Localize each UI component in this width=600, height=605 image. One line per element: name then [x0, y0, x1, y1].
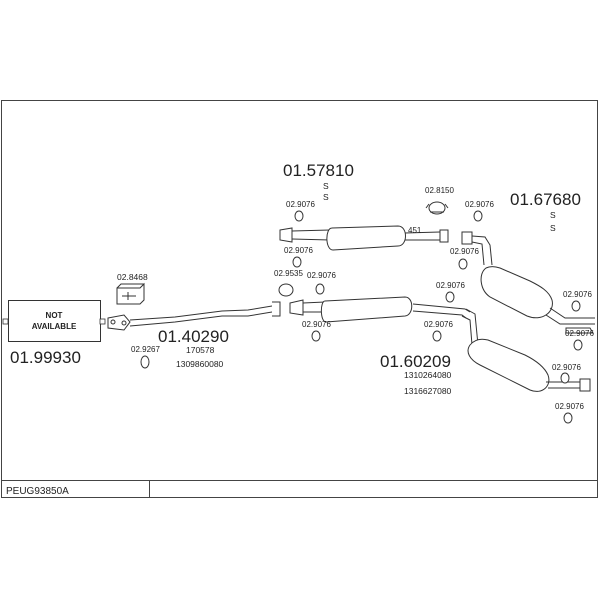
accessory-ring-label: 02.9535 [274, 269, 303, 278]
reference-code: PEUG93850A [6, 486, 69, 497]
mount-label-9: 02.9076 [563, 290, 592, 299]
reference-box [1, 480, 150, 498]
oe-number-mid-1: 1310264080 [404, 370, 452, 380]
center-pipe-upper-edge [129, 305, 276, 321]
mount-label-5: 02.9076 [465, 200, 494, 209]
mount-icon-9 [571, 300, 581, 312]
not-available-box [8, 300, 101, 342]
gasket-front-icon [140, 355, 150, 369]
mount-icon-8 [432, 330, 442, 342]
mount-icon-2 [292, 256, 302, 268]
mount-label-1: 02.9076 [286, 200, 315, 209]
not-available-block: NOT AVAILABLE [2, 300, 106, 342]
not-available-connector-right [99, 318, 106, 325]
mount-icon-3 [315, 283, 325, 295]
oe-number-center-1: 170578 [186, 345, 215, 355]
mount-icon-12 [563, 412, 573, 424]
oe-number-mid-2: 1316627080 [404, 386, 452, 396]
ring-icon [278, 283, 294, 297]
mount-label-12: 02.9076 [555, 402, 584, 411]
marker-s-rear-left-1: S [323, 181, 329, 191]
mount-icon-7 [445, 291, 455, 303]
mount-icon-6 [458, 258, 468, 270]
accessory-clamp-label: 02.8150 [425, 186, 454, 195]
center-pipe-flange [272, 301, 281, 317]
clamp-icon [425, 201, 449, 215]
front-flange-icon [107, 314, 131, 331]
mount-label-10: 02.9076 [565, 329, 594, 338]
marker-s-rear-right-1: S [550, 210, 556, 220]
not-available-line1: NOT [46, 311, 63, 320]
part-number-mid-box: 01.60209 [380, 352, 451, 371]
accessory-gasket-front-label: 02.9267 [131, 345, 160, 354]
marker-s-rear-right-2: S [550, 223, 556, 233]
part-number-rear-right-box: 01.67680 [510, 190, 581, 209]
not-available-connector-left [2, 318, 9, 325]
oe-number-center-2: 1309860080 [176, 359, 224, 369]
rear-right-box-assembly [461, 231, 595, 334]
mount-icon-5 [473, 210, 483, 222]
mount-label-11: 02.9076 [552, 363, 581, 372]
not-available-line2: AVAILABLE [32, 322, 77, 331]
part-number-front: 01.99930 [10, 348, 81, 367]
part-number-center-pipe: 01.40290 [158, 327, 229, 346]
rear-left-box-assembly: 451 [279, 225, 449, 251]
mount-label-8: 02.9076 [424, 320, 453, 329]
mount-label-6: 02.9076 [450, 247, 479, 256]
mount-label-2: 02.9076 [284, 246, 313, 255]
diagram-frame [1, 100, 598, 498]
accessory-box-bracket-label: 02.8468 [117, 272, 148, 282]
mount-icon-10 [573, 339, 583, 351]
mount-icon-11 [560, 372, 570, 384]
mid-box-assembly [289, 296, 591, 392]
part-number-rear-left-box: 01.57810 [283, 161, 354, 180]
mount-icon-4 [311, 330, 321, 342]
marker-s-rear-left-2: S [323, 192, 329, 202]
rear-pipe-code: 451 [408, 226, 422, 235]
mount-group: 02.9076 02.9076 02.9076 02.9076 02.9076 … [284, 200, 594, 424]
mount-icon-1 [294, 210, 304, 222]
mount-label-4: 02.9076 [302, 320, 331, 329]
mount-label-7: 02.9076 [436, 281, 465, 290]
box-bracket-icon [116, 282, 145, 305]
mount-label-3: 02.9076 [307, 271, 336, 280]
